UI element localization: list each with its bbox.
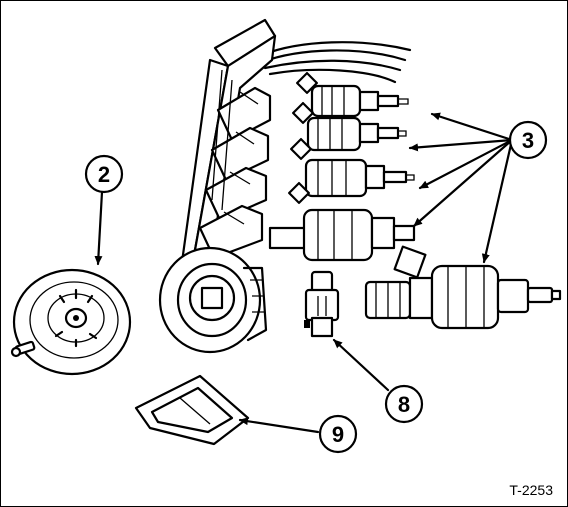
mounted-injector-2 <box>292 102 407 152</box>
injector-clip <box>304 270 340 338</box>
retaining-bracket <box>134 374 250 446</box>
mounted-injector-3 <box>290 138 415 198</box>
svg-text:2: 2 <box>98 162 110 187</box>
pressure-damper <box>10 268 132 376</box>
callout-3: 3 <box>508 120 548 160</box>
callout-9: 9 <box>318 414 358 454</box>
svg-text:9: 9 <box>332 422 344 447</box>
callout-2: 2 <box>84 154 124 194</box>
svg-text:8: 8 <box>398 392 410 417</box>
svg-text:3: 3 <box>522 128 534 153</box>
fuel-rail-manifold <box>180 18 412 264</box>
rail-end-plug <box>158 246 268 354</box>
mounted-injector-1 <box>296 72 409 118</box>
mounted-injector-4 <box>268 182 416 262</box>
callout-8: 8 <box>384 384 424 424</box>
figure-reference: T-2253 <box>509 482 553 498</box>
loose-injector <box>364 245 562 330</box>
